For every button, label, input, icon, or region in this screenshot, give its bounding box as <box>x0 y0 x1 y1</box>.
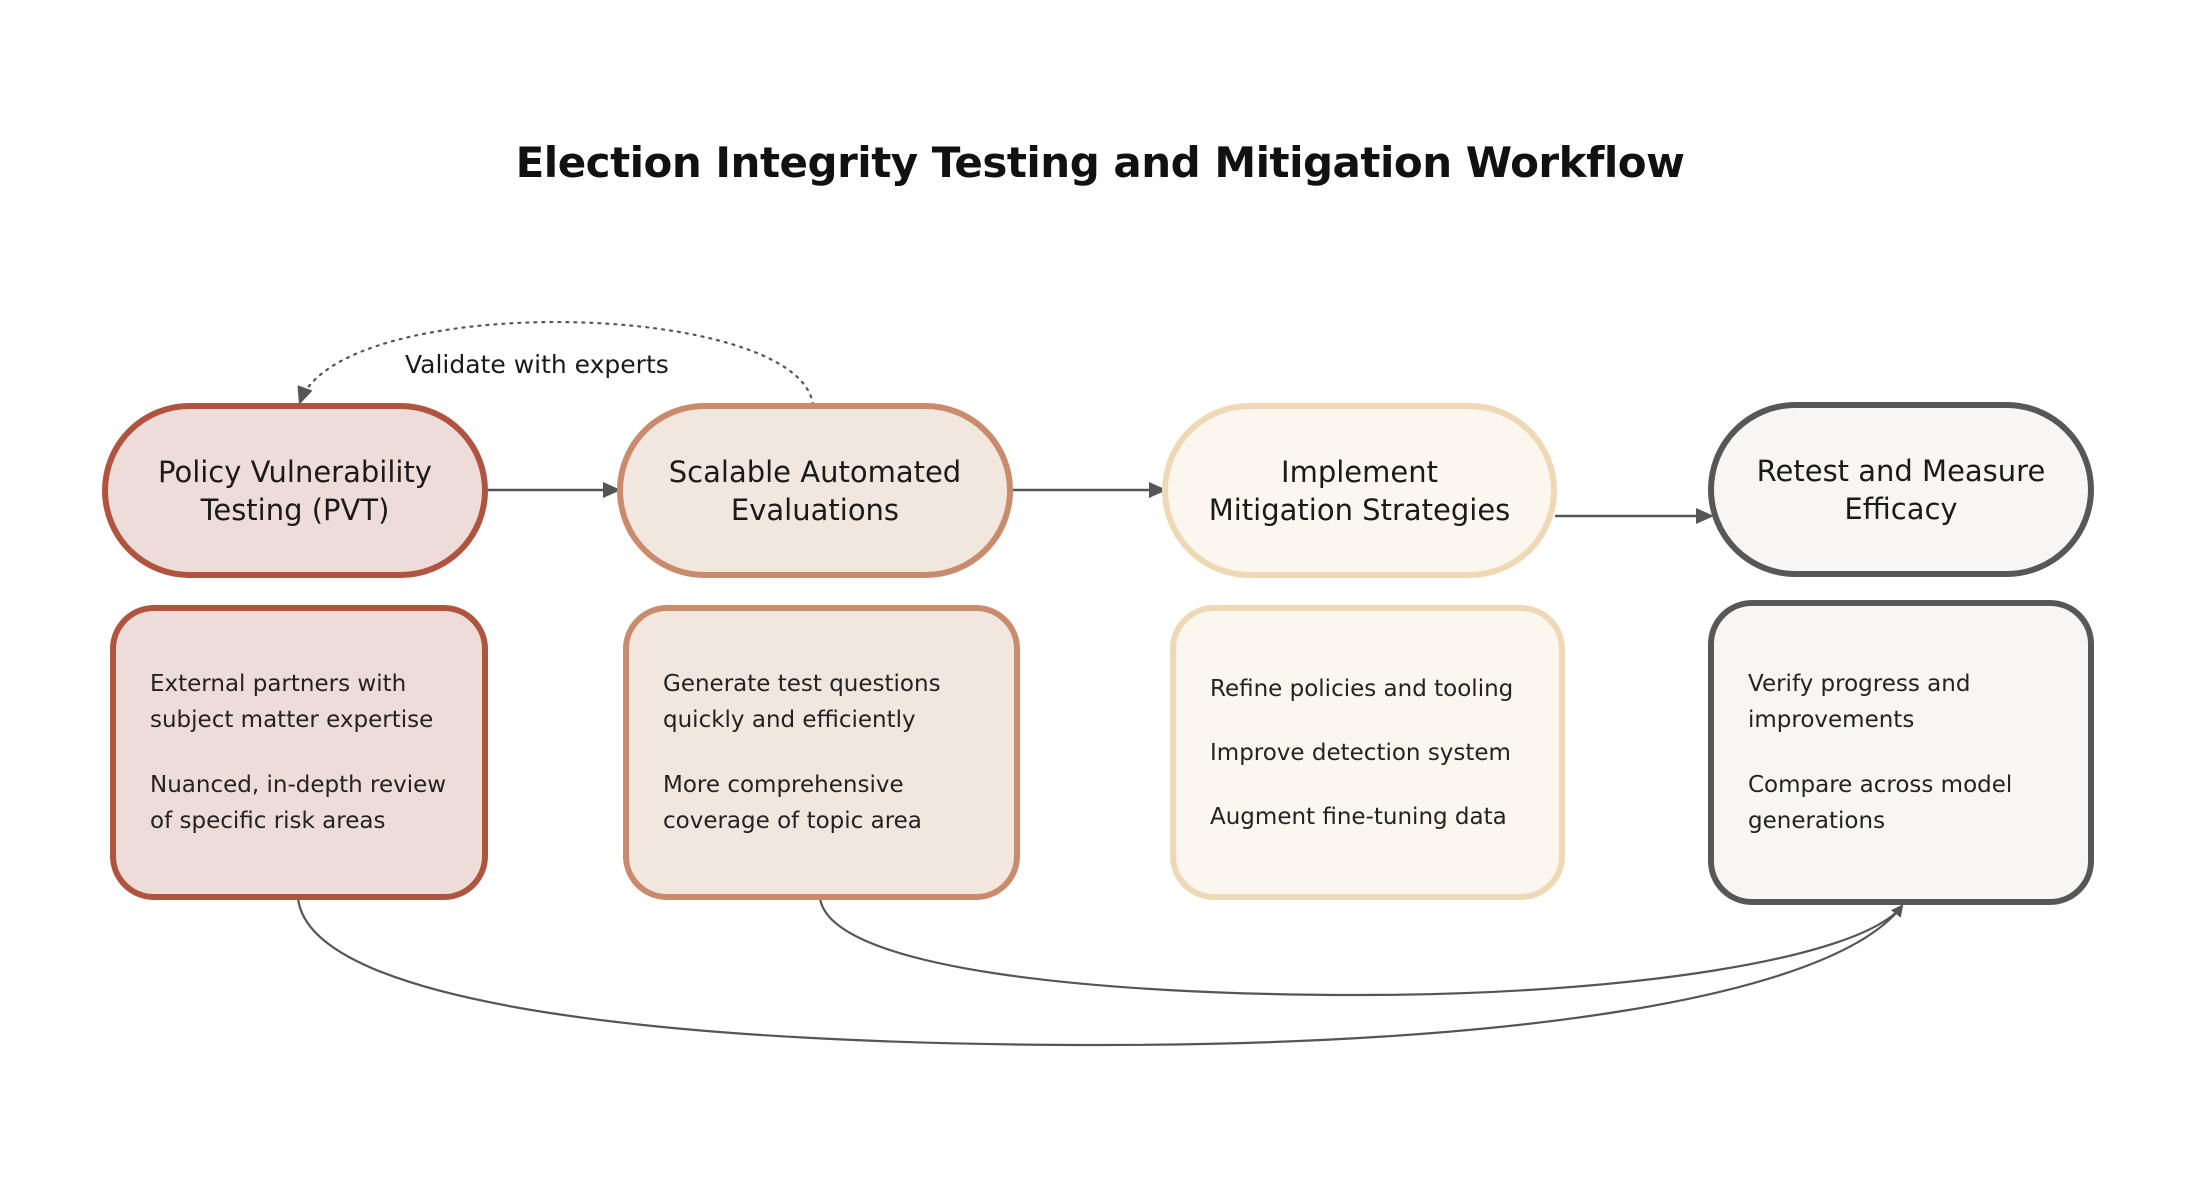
stage-automated-evals-label: Scalable Automated Evaluations <box>668 454 962 527</box>
stage-mitigation-label: Implement Mitigation Strategies <box>1208 454 1511 527</box>
detail-item: More comprehensive coverage of topic are… <box>663 772 922 834</box>
validate-with-experts-label: Validate with experts <box>405 350 669 379</box>
detail-item: Compare across model generations <box>1748 772 2013 834</box>
detail-item: Augment fine-tuning data <box>1210 803 1507 830</box>
detail-card-automated-evals: Generate test questions quickly and effi… <box>623 605 1020 900</box>
detail-item: Generate test questions quickly and effi… <box>663 671 941 733</box>
detail-card-retest: Verify progress and improvements Compare… <box>1708 600 2094 905</box>
curve-automated-evals-to-retest <box>818 897 1904 997</box>
detail-item: Refine policies and tooling <box>1210 675 1514 702</box>
curve-pvt-to-retest <box>296 897 1904 1047</box>
detail-item: External partners with subject matter ex… <box>150 671 434 733</box>
stage-retest-label: Retest and Measure Efficacy <box>1756 453 2046 526</box>
diagram-title: Election Integrity Testing and Mitigatio… <box>515 138 1685 187</box>
detail-item: Verify progress and improvements <box>1748 671 1971 733</box>
stage-pvt[interactable]: Policy Vulnerability Testing (PVT) <box>102 403 488 578</box>
detail-card-mitigation: Refine policies and tooling Improve dete… <box>1170 605 1565 900</box>
stage-retest[interactable]: Retest and Measure Efficacy <box>1708 402 2094 577</box>
detail-item: Improve detection system <box>1210 739 1511 766</box>
detail-card-pvt: External partners with subject matter ex… <box>110 605 488 900</box>
stage-mitigation[interactable]: Implement Mitigation Strategies <box>1162 403 1557 578</box>
stage-pvt-label: Policy Vulnerability Testing (PVT) <box>158 454 432 527</box>
stage-automated-evals[interactable]: Scalable Automated Evaluations <box>617 403 1013 578</box>
detail-item: Nuanced, in-depth review of specific ris… <box>150 772 447 834</box>
dotted-arrow-validate-with-experts <box>297 320 815 407</box>
